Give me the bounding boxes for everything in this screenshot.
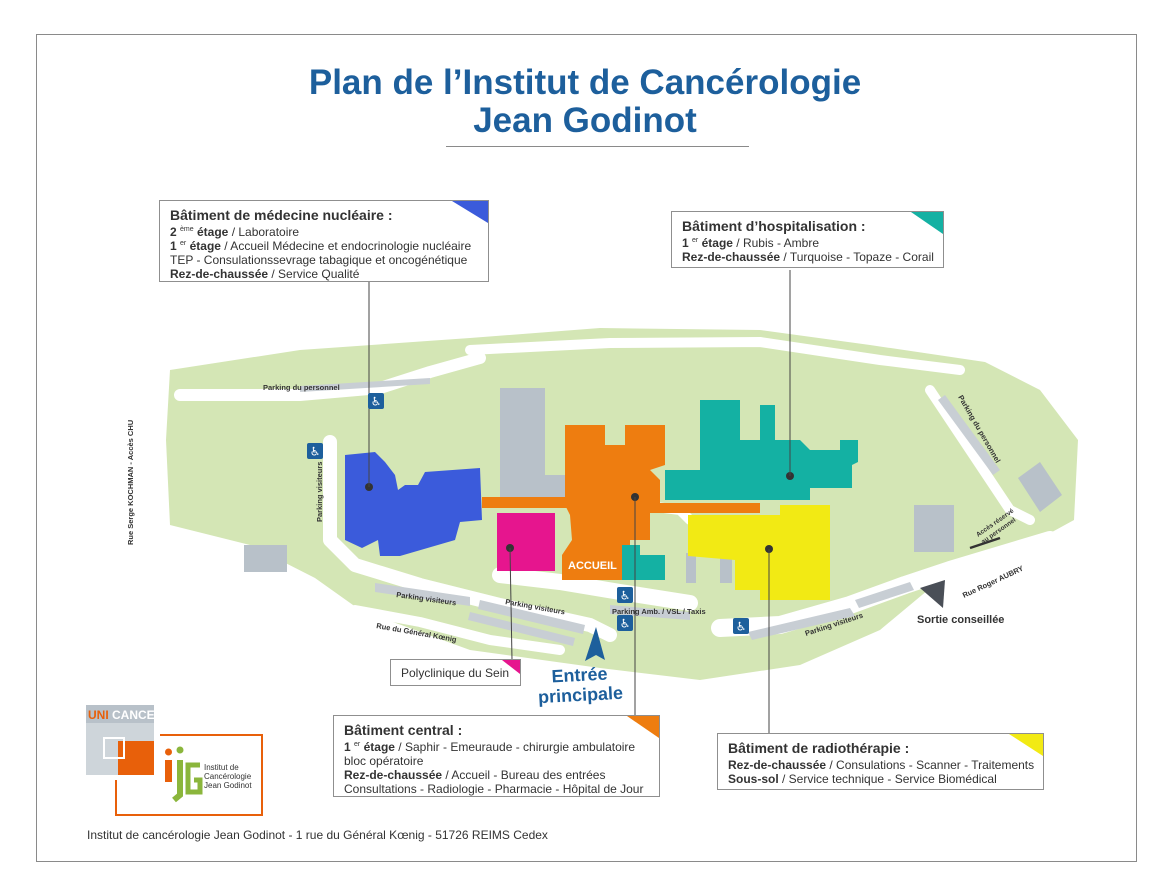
central-l1-level: 1 <box>344 740 351 754</box>
label-parking-personnel: Parking du personnel <box>263 383 340 392</box>
page-title-line-2: Jean Godinot <box>473 101 697 140</box>
info-box-medecine-nucleaire: Bâtiment de médecine nucléaire : 2 ème é… <box>159 200 489 282</box>
hospitalisation-l1-level: 1 <box>682 236 689 250</box>
footer-address: Institut de cancérologie Jean Godinot - … <box>87 828 548 842</box>
parking-strips <box>300 378 1000 646</box>
leader-lines <box>368 270 791 733</box>
building-radiotherapie <box>688 505 830 600</box>
label-parking-amb: Parking Amb. / VSL / Taxis <box>612 607 706 616</box>
gray-buildings <box>244 388 1062 583</box>
nucleaire-l4-text: / Service Qualité <box>268 267 360 281</box>
corridor-link <box>482 497 568 508</box>
nucleaire-l2-bold: étage <box>189 239 221 253</box>
page-title-line-1: Plan de l’Institut de Cancérologie <box>308 63 862 102</box>
nucleaire-l4-bold: Rez-de-chaussée <box>170 267 269 281</box>
central-l3-bold: Rez-de-chaussée <box>344 768 443 782</box>
nucleaire-l2-text: / Accueil Médecine et endocrinologie nuc… <box>220 239 472 253</box>
nucleaire-l1-text: / Laboratoire <box>228 225 300 239</box>
label-accueil: ACCUEIL <box>568 560 617 572</box>
polyclinique-label: Polyclinique du Sein <box>401 666 510 680</box>
central-l1-text: / Saphir - Emeuraude - chirurgie ambulat… <box>394 740 636 754</box>
central-l1-sup: er <box>354 741 361 748</box>
title-divider <box>446 146 749 147</box>
hospitalisation-l1-bold: étage <box>701 236 733 250</box>
unicancer-uni: UNI <box>88 708 109 722</box>
info-box-central: Bâtiment central : 1 er étage / Saphir -… <box>333 715 660 797</box>
hospitalisation-l2-text: / Turquoise - Topaze - Corail <box>780 250 934 264</box>
ijg-line-3: Jean Godinot <box>204 781 252 790</box>
radiotherapie-l2-bold: Sous-sol <box>728 772 779 786</box>
nucleaire-l3-text: TEP - Consulationssevrage tabagique et o… <box>170 253 468 267</box>
central-title: Bâtiment central : <box>344 722 463 738</box>
svg-text:♿: ♿ <box>620 617 631 631</box>
central-l4-text: Consultations - Radiologie - Pharmacie -… <box>344 782 644 796</box>
map-frame <box>36 34 1137 862</box>
nucleaire-l1-bold: étage <box>197 225 229 239</box>
label-sortie-conseillee: Sortie conseillée <box>917 614 1004 626</box>
central-l3-text: / Accueil - Bureau des entrées <box>442 768 606 782</box>
nucleaire-l2-level: 1 <box>170 239 177 253</box>
radiotherapie-l2-text: / Service technique - Service Biomédical <box>778 772 997 786</box>
polyclinique-color-corner <box>502 660 520 674</box>
building-hospitalisation <box>665 400 858 500</box>
sortie-arrow-icon <box>920 580 945 608</box>
svg-text:♿: ♿ <box>310 445 321 459</box>
radiotherapie-l1-bold: Rez-de-chaussée <box>728 758 827 772</box>
ijg-logo: Institut de Cancérologie Jean Godinot <box>115 734 263 816</box>
building-hospitalisation-annex <box>622 545 665 580</box>
svg-text:♿: ♿ <box>371 395 382 409</box>
hospitalisation-l1-sup: er <box>692 237 699 244</box>
nucleaire-l1-sup: ème <box>180 226 194 233</box>
entree-arrow-icon <box>585 627 605 661</box>
hospitalisation-l2-bold: Rez-de-chaussée <box>682 250 781 264</box>
barrier-icon <box>969 536 1001 550</box>
radiotherapie-color-corner <box>1009 734 1043 756</box>
info-box-hospitalisation: Bâtiment d’hospitalisation : 1 er étage … <box>671 211 944 268</box>
building-polyclinique <box>497 513 555 571</box>
central-l1-bold: étage <box>363 740 395 754</box>
unicancer-logo: UNI CANCER <box>86 705 164 775</box>
hospitalisation-color-corner <box>911 212 943 234</box>
ijg-line-2: Cancérologie <box>204 772 252 781</box>
wheelchair-icons: ♿ ♿ ♿ ♿ ♿ <box>307 393 749 634</box>
nucleaire-l2-sup: er <box>180 240 187 247</box>
central-l2-text: bloc opératoire <box>344 754 424 768</box>
hospitalisation-l1-text: / Rubis - Ambre <box>732 236 819 250</box>
corridor-link-east <box>650 503 760 513</box>
radiotherapie-l1-text: / Consulations - Scanner - Traitements <box>826 758 1035 772</box>
info-box-radiotherapie: Bâtiment de radiothérapie : Rez-de-chaus… <box>717 733 1044 790</box>
ijg-line-1: Institut de <box>204 763 239 772</box>
nucleaire-color-corner <box>452 201 488 223</box>
building-medecine-nucleaire <box>345 452 482 556</box>
building-central <box>562 425 665 580</box>
label-rue-kochman: Rue Serge KOCHMAN - Accès CHU <box>126 420 135 545</box>
svg-text:♿: ♿ <box>736 620 747 634</box>
info-box-polyclinique: Polyclinique du Sein <box>390 659 521 686</box>
nucleaire-title: Bâtiment de médecine nucléaire : <box>170 207 393 223</box>
entree-principale-label: Entrée principale <box>519 662 641 708</box>
label-parking-visiteurs-vertical: Parking visiteurs <box>315 462 324 522</box>
nucleaire-l1-level: 2 <box>170 225 177 239</box>
central-color-corner <box>627 716 659 738</box>
svg-text:♿: ♿ <box>620 589 631 603</box>
unicancer-cancer: CANCER <box>112 708 164 722</box>
hospitalisation-title: Bâtiment d’hospitalisation : <box>682 218 866 234</box>
radiotherapie-title: Bâtiment de radiothérapie : <box>728 740 910 756</box>
